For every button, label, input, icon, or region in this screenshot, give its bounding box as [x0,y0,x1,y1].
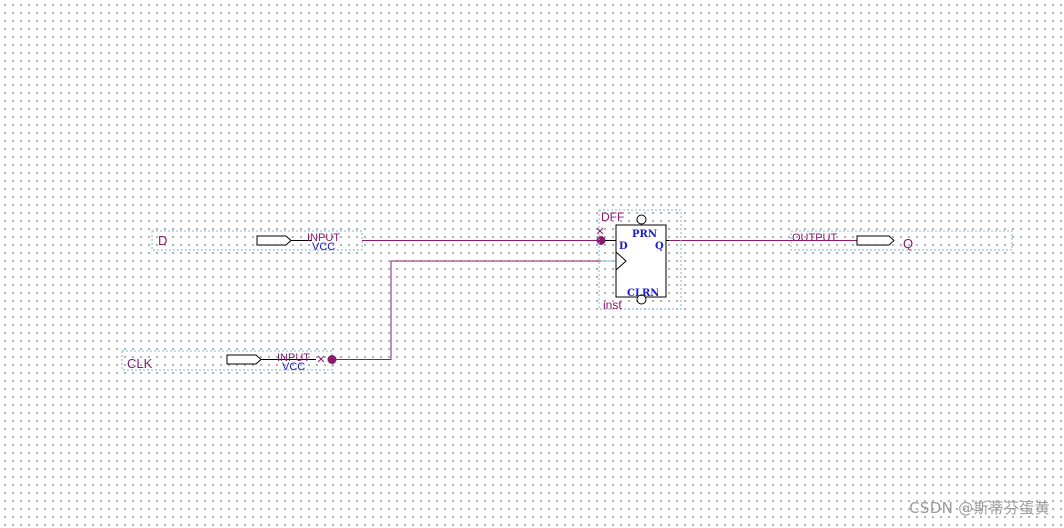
dff-clrn-bubble [636,294,647,305]
dff-type-label: DFF [601,210,624,224]
junction-d [596,236,606,245]
watermark-text: CSDN @斯蒂芬蛋黄 [909,499,1050,517]
input-pin-d-vcc: VCC [312,241,335,253]
dff-port-clrn: CLRN [627,288,659,299]
input-pin-d-name: D [158,233,167,248]
input-pin-clk[interactable]: CLK INPUT VCC [121,350,333,373]
output-pin-q-name: Q [903,236,913,251]
input-pin-d[interactable]: D INPUT VCC [151,230,363,253]
input-pin-clk-unconnected-marker [317,355,325,363]
dff-selection-box [598,209,682,310]
input-pin-clk-symbol [226,354,262,365]
output-pin-q-type: OUTPUT [792,232,838,244]
input-pin-clk-name: CLK [127,356,153,371]
input-pin-clk-vcc: VCC [282,361,305,373]
dff-d-unconnected-marker [596,227,604,235]
dff-instance-label: inst [603,298,622,312]
dff-prn-bubble [636,214,647,225]
dff-clock-triangle [615,251,627,271]
dff-port-q: Q [655,241,664,252]
output-pin-q[interactable]: OUTPUT Q [790,230,1013,251]
input-pin-d-type: INPUT [307,232,340,244]
dff-block[interactable]: DFF inst D Q PRN CLRN [596,209,682,312]
input-pin-clk-type: INPUT [277,352,310,364]
output-pin-q-symbol [856,235,895,246]
input-pin-d-box [151,230,363,251]
wires [332,240,857,360]
wire-clk[interactable] [332,260,601,360]
dff-port-d: D [619,241,628,252]
input-pin-clk-box [121,350,333,371]
junction-clk [327,355,337,364]
dff-port-prn: PRN [632,229,657,240]
input-pin-d-symbol [256,235,292,246]
